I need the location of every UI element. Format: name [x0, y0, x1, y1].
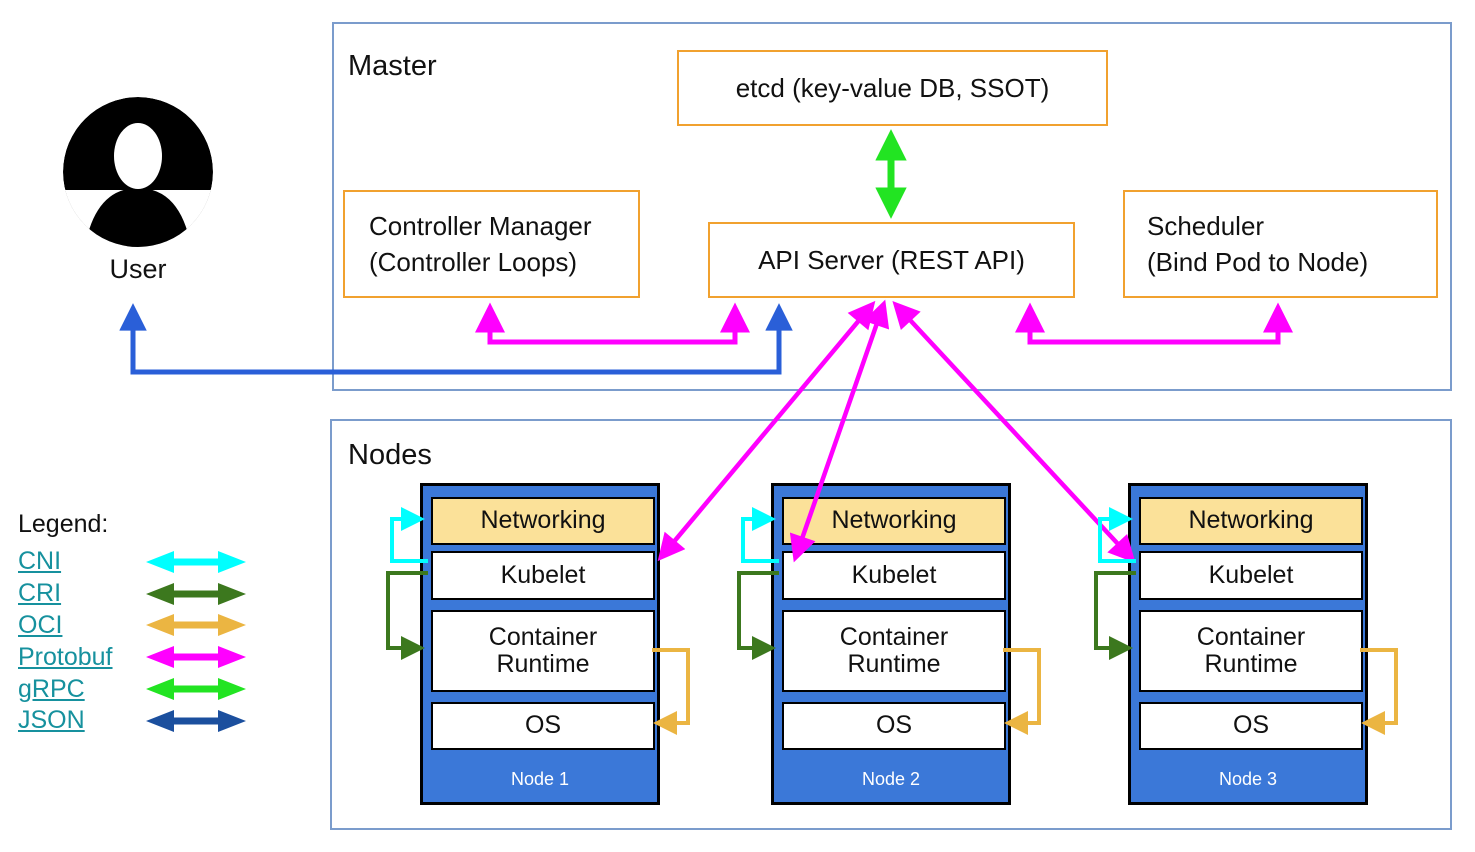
kubelet-label: Kubelet	[851, 560, 937, 589]
legend: Legend: CNI CRI OCI Protobuf gRPC JSON	[18, 510, 248, 737]
legend-row-grpc: gRPC	[18, 673, 248, 705]
api-server-label: API Server (REST API)	[758, 244, 1025, 275]
legend-row-json: JSON	[18, 705, 248, 737]
node2-name-label: Node 2	[861, 769, 921, 789]
legend-row-oci: OCI	[18, 610, 248, 642]
legend-link-cni[interactable]: CNI	[18, 547, 62, 576]
legend-row-cni: CNI	[18, 546, 248, 578]
scheduler-box: Scheduler (Bind Pod to Node)	[1123, 190, 1438, 298]
legend-link-protobuf[interactable]: Protobuf	[18, 642, 113, 671]
container-runtime-label: Container Runtime	[488, 622, 598, 678]
node3-container-runtime-layer: Container Runtime	[1139, 610, 1363, 692]
kubelet-label: Kubelet	[1208, 560, 1294, 589]
legend-link-oci[interactable]: OCI	[18, 610, 63, 639]
scheduler-label-line2: (Bind Pod to Node)	[1147, 247, 1369, 277]
user-label: User	[109, 254, 167, 284]
master-frame	[332, 22, 1452, 391]
legend-link-cri[interactable]: CRI	[18, 579, 62, 608]
node1-container-runtime-layer: Container Runtime	[431, 610, 655, 692]
legend-link-grpc[interactable]: gRPC	[18, 674, 85, 703]
node3-kubelet-layer: Kubelet	[1139, 551, 1363, 600]
networking-label: Networking	[480, 506, 606, 535]
grpc-arrow-icon	[146, 678, 246, 701]
node-2: Networking Kubelet Container Runtime OS …	[771, 483, 1011, 805]
master-title: Master	[348, 50, 437, 82]
networking-label: Networking	[1188, 506, 1314, 535]
json-arrow-icon	[146, 709, 246, 732]
node2-networking-layer: Networking	[782, 497, 1006, 545]
node3-networking-layer: Networking	[1139, 497, 1363, 545]
legend-row-cri: CRI	[18, 578, 248, 610]
node-3: Networking Kubelet Container Runtime OS …	[1128, 483, 1368, 805]
node2-kubelet-layer: Kubelet	[782, 551, 1006, 600]
node1-networking-layer: Networking	[431, 497, 655, 545]
nodes-title: Nodes	[348, 439, 432, 471]
networking-label: Networking	[831, 506, 957, 535]
controller-manager-box: Controller Manager (Controller Loops)	[343, 190, 640, 298]
os-label: OS	[524, 711, 562, 740]
node3-name-label: Node 3	[1218, 769, 1278, 789]
node3-os-layer: OS	[1139, 702, 1363, 750]
kubelet-label: Kubelet	[500, 560, 586, 589]
user-icon	[63, 97, 213, 247]
os-label: OS	[875, 711, 913, 740]
scheduler-label-line1: Scheduler	[1147, 211, 1265, 241]
controller-manager-label-line2: (Controller Loops)	[369, 247, 578, 277]
nodes-frame	[330, 419, 1452, 830]
container-runtime-label: Container Runtime	[1196, 622, 1306, 678]
node-1: Networking Kubelet Container Runtime OS …	[420, 483, 660, 805]
node2-os-layer: OS	[782, 702, 1006, 750]
legend-row-protobuf: Protobuf	[18, 641, 248, 673]
container-runtime-label: Container Runtime	[839, 622, 949, 678]
cni-arrow-icon	[146, 550, 246, 573]
etcd-box: etcd (key-value DB, SSOT)	[677, 50, 1108, 126]
oci-arrow-icon	[146, 614, 246, 637]
node1-kubelet-layer: Kubelet	[431, 551, 655, 600]
node1-os-layer: OS	[431, 702, 655, 750]
etcd-label: etcd (key-value DB, SSOT)	[735, 72, 1050, 103]
legend-link-json[interactable]: JSON	[18, 706, 85, 735]
api-server-box: API Server (REST API)	[708, 222, 1075, 298]
protobuf-arrow-icon	[146, 646, 246, 669]
os-label: OS	[1232, 711, 1270, 740]
controller-manager-label-line1: Controller Manager	[369, 211, 592, 241]
cri-arrow-icon	[146, 582, 246, 605]
node2-container-runtime-layer: Container Runtime	[782, 610, 1006, 692]
legend-title: Legend:	[18, 510, 109, 538]
node1-name-label: Node 1	[510, 769, 570, 789]
